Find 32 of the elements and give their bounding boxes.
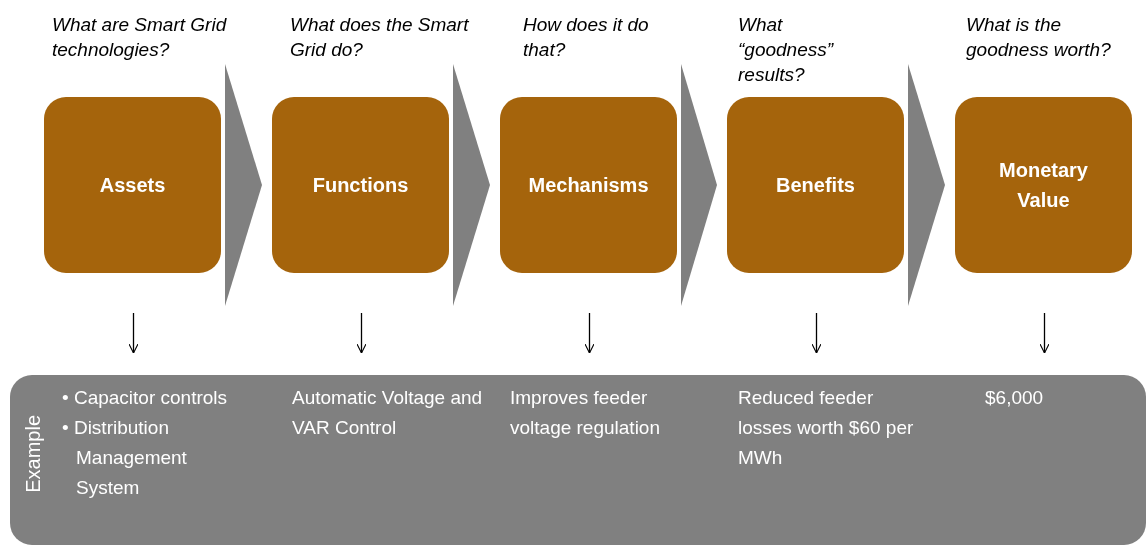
question-text: What does the Smart Grid do?: [290, 13, 470, 62]
bullet-item: • Capacitor controls: [62, 386, 229, 410]
chevron-arrow: [225, 64, 262, 306]
process-box: [955, 97, 1132, 273]
process-box: [727, 97, 904, 273]
chevron-arrow: [681, 64, 717, 306]
arrow: [811, 312, 822, 354]
question-text: What “goodness” results?: [738, 13, 835, 87]
band-title: Example: [22, 415, 45, 493]
arrow: [1039, 312, 1050, 354]
question-text: What is the goodness worth?: [966, 13, 1112, 62]
box-label: Mechanisms: [528, 173, 649, 198]
arrow: [584, 312, 595, 354]
bullet-item: • Distribution Management System: [62, 416, 188, 500]
process-box: [272, 97, 449, 273]
arrow: [356, 312, 367, 354]
chevron-arrow: [908, 64, 945, 306]
box-label: Functions: [312, 173, 409, 198]
example-text: Reduced feeder losses worth $60 per MWh: [738, 383, 918, 473]
box-label: Assets: [99, 173, 166, 198]
process-box: [44, 97, 221, 273]
example-text: Automatic Voltage and VAR Control: [292, 383, 487, 443]
question-text: How does it do that?: [523, 13, 650, 62]
box-label: Benefits: [776, 173, 855, 198]
example-text: $6,000: [985, 383, 1135, 413]
process-box: [500, 97, 677, 273]
chevron-arrow: [453, 64, 490, 306]
question-text: What are Smart Grid technologies?: [52, 13, 228, 62]
example-band: [10, 375, 1146, 545]
example-text: Improves feeder voltage regulation: [510, 383, 680, 443]
arrow: [128, 312, 139, 354]
box-label: Monetary Value: [998, 158, 1089, 213]
